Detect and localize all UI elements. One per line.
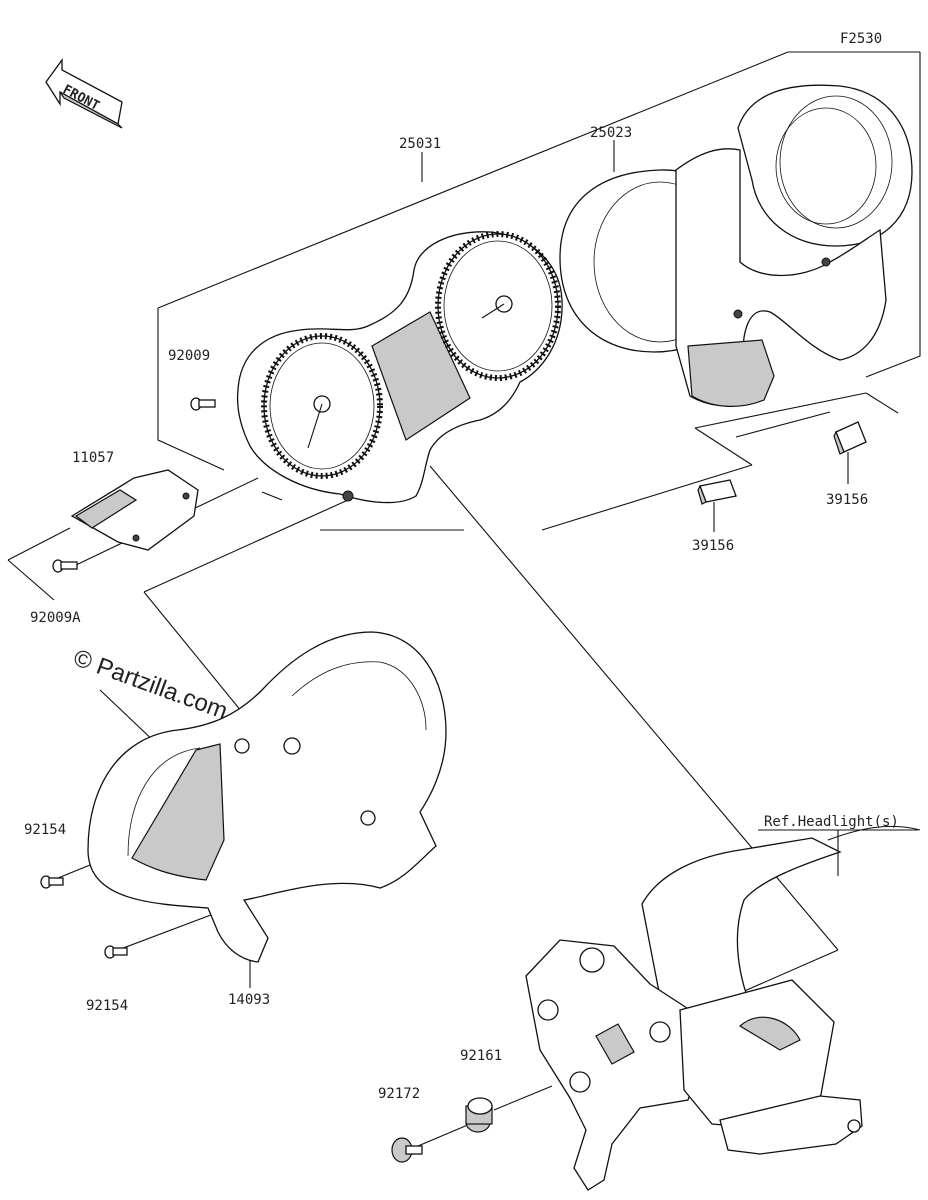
pad-39156-right-part xyxy=(833,421,867,455)
watermark-text: © Partzilla.com xyxy=(70,644,231,725)
part-label-92009: 92009 xyxy=(168,348,210,364)
screw-92009-part xyxy=(190,397,216,411)
part-label-25031: 25031 xyxy=(399,136,441,152)
part-label-92154-lower: 92154 xyxy=(86,998,128,1014)
pad-39156-left-part xyxy=(697,479,737,505)
diagram-code: F2530 xyxy=(840,31,882,47)
part-label-92154-upper: 92154 xyxy=(24,822,66,838)
meter-cover-upper-part xyxy=(559,84,913,407)
screw-92154-lower-part xyxy=(104,945,128,959)
meter-assembly-part xyxy=(236,231,563,504)
part-label-25023: 25023 xyxy=(590,125,632,141)
screw-92172-part xyxy=(391,1137,423,1163)
screw-92154-upper-part xyxy=(40,875,64,889)
front-arrow-icon: FRONT xyxy=(45,58,123,129)
screw-92009a-part xyxy=(52,559,78,573)
meter-cover-lower-14093-part xyxy=(87,631,447,963)
headlight-bracket-part xyxy=(525,825,921,1191)
part-label-39156-left: 39156 xyxy=(692,538,734,554)
part-label-92009a: 92009A xyxy=(30,610,81,626)
part-label-92161: 92161 xyxy=(460,1048,502,1064)
grommet-92161-part xyxy=(465,1097,493,1133)
part-label-92172: 92172 xyxy=(378,1086,420,1102)
part-label-14093: 14093 xyxy=(228,992,270,1008)
bracket-11057-part xyxy=(70,469,199,551)
part-label-11057: 11057 xyxy=(72,450,114,466)
reference-label: Ref.Headlight(s) xyxy=(764,814,899,830)
part-label-39156-right: 39156 xyxy=(826,492,868,508)
